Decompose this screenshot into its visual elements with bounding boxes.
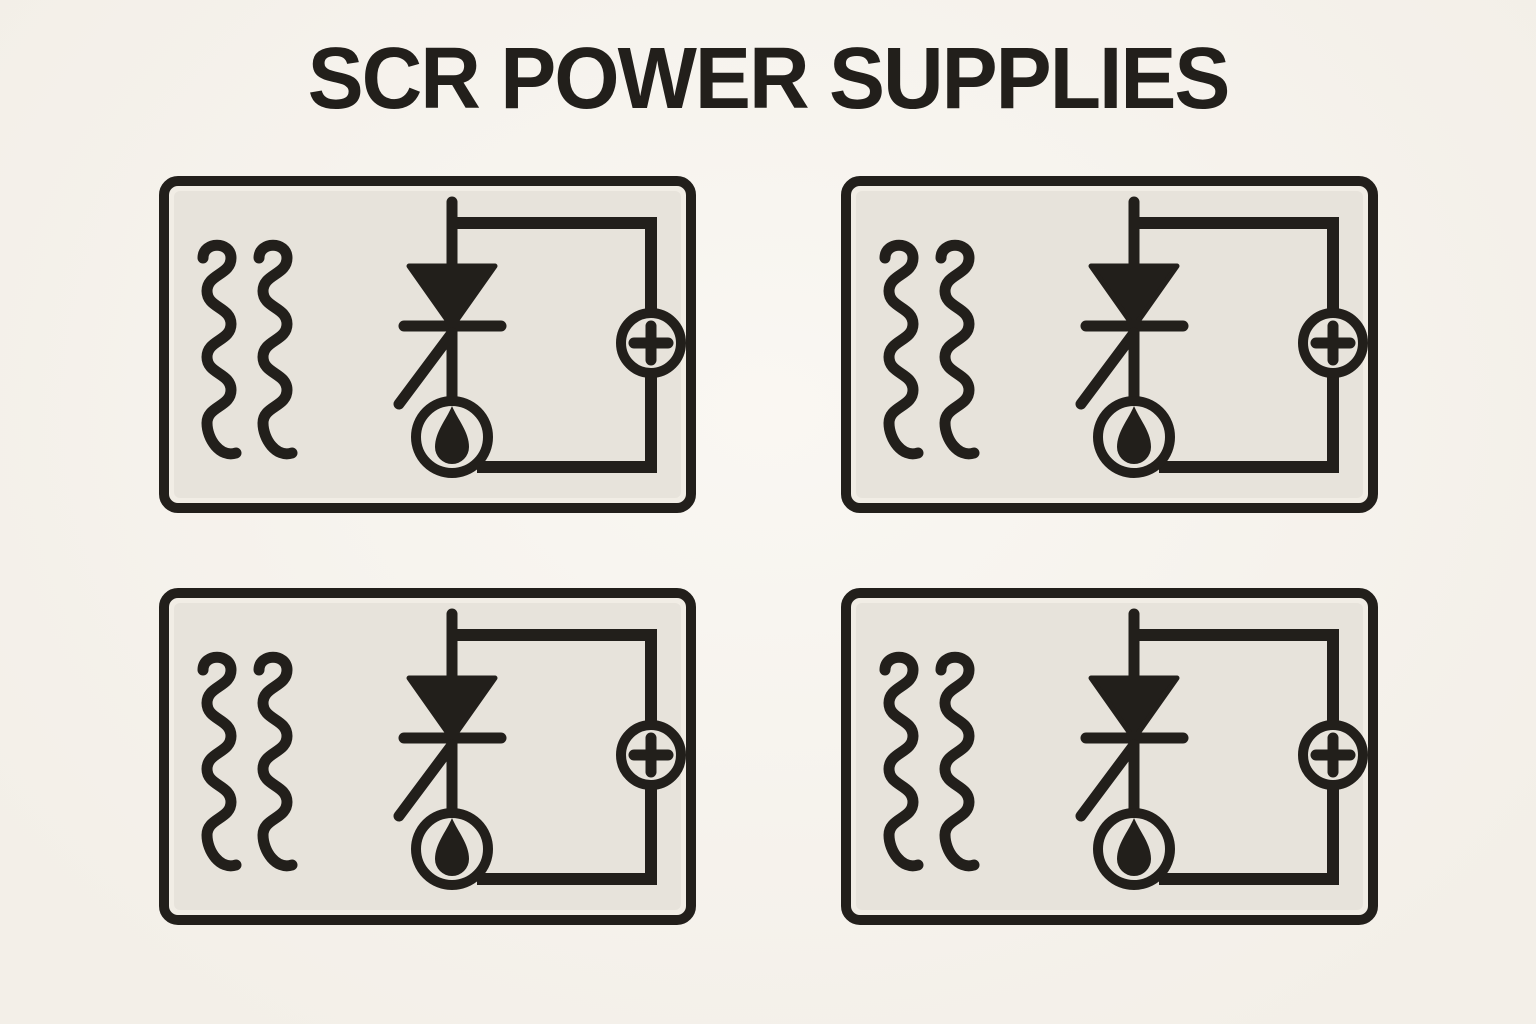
scr-anode-triangle (1088, 675, 1179, 742)
bottom-wire (476, 782, 657, 885)
droplet-icon (434, 406, 469, 464)
plus-in-circle-icon (1297, 308, 1368, 378)
bottom-wire (1158, 782, 1339, 885)
scr-circuit-panel-top-left (158, 176, 696, 513)
panel-background (173, 603, 681, 910)
panel-background (173, 191, 681, 498)
scr-thyristor-icon (1075, 196, 1188, 410)
droplet-icon (1116, 406, 1151, 464)
scr-circuit-diagram (840, 588, 1378, 925)
scr-gate-line (393, 739, 457, 822)
droplet-in-circle-icon (410, 396, 493, 478)
panel-background (855, 191, 1363, 498)
ac-wavy-line-icon (253, 651, 297, 872)
droplet-in-circle-icon (1092, 396, 1175, 478)
top-wire (1133, 629, 1339, 728)
scr-thyristor-icon (1075, 608, 1188, 822)
circuit-grid (0, 176, 1536, 925)
scr-thyristor-icon (393, 608, 506, 822)
ac-wavy-line-icon (197, 651, 241, 872)
droplet-in-circle-icon (1092, 808, 1175, 890)
top-wire (451, 629, 657, 728)
panel-background (855, 603, 1363, 910)
scr-anode-triangle (1088, 263, 1179, 330)
ac-wavy-line-icon (253, 239, 297, 460)
plus-in-circle-icon (615, 720, 686, 790)
scr-gate-line (1075, 739, 1139, 822)
scr-circuit-diagram (158, 176, 696, 513)
droplet-icon (1116, 818, 1151, 876)
droplet-icon (434, 818, 469, 876)
scr-circuit-diagram (840, 176, 1378, 513)
page-title: SCR POWER SUPPLIES (307, 29, 1231, 127)
top-wire (451, 217, 657, 316)
plus-in-circle-icon (615, 308, 686, 378)
scr-anode-triangle (406, 675, 497, 742)
ac-wavy-line-icon (197, 239, 241, 460)
scr-gate-line (393, 327, 457, 410)
bottom-wire (1158, 370, 1339, 473)
scr-thyristor-icon (393, 196, 506, 410)
droplet-in-circle-icon (410, 808, 493, 890)
scr-circuit-panel-top-right (840, 176, 1378, 513)
ac-wavy-line-icon (879, 239, 923, 460)
scr-gate-line (1075, 327, 1139, 410)
top-wire (1133, 217, 1339, 316)
ac-wavy-line-icon (935, 651, 979, 872)
ac-wavy-line-icon (879, 651, 923, 872)
scr-circuit-panel-bottom-right (840, 588, 1378, 925)
scr-circuit-panel-bottom-left (158, 588, 696, 925)
scr-anode-triangle (406, 263, 497, 330)
scr-circuit-diagram (158, 588, 696, 925)
ac-wavy-line-icon (935, 239, 979, 460)
bottom-wire (476, 370, 657, 473)
plus-in-circle-icon (1297, 720, 1368, 790)
